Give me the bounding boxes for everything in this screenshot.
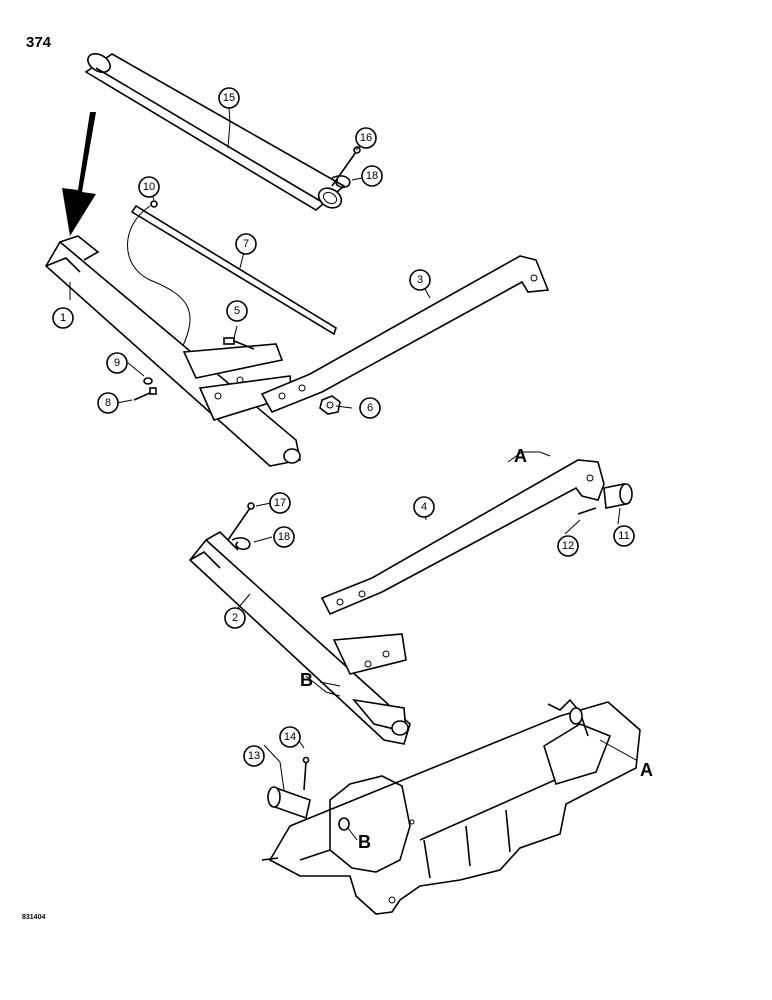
part-15-tube [84, 53, 346, 211]
callout-18a: 18 [361, 165, 383, 187]
svg-text:16: 16 [360, 132, 372, 144]
callout-17: 17 [269, 492, 291, 514]
part-18-clip-lower [231, 537, 251, 551]
svg-text:15: 15 [223, 92, 235, 104]
callout-10: 10 [138, 176, 160, 198]
svg-text:10: 10 [143, 181, 155, 193]
callout-3: 3 [409, 269, 431, 291]
svg-text:18: 18 [278, 531, 290, 543]
reference-letter-b-top: B [300, 670, 313, 690]
drawing-code: 831404 [22, 914, 46, 921]
svg-text:11: 11 [618, 530, 629, 542]
svg-text:12: 12 [562, 540, 574, 552]
part-8-bolt [133, 387, 157, 401]
svg-text:8: 8 [105, 397, 111, 409]
callout-18b: 18 [273, 526, 295, 548]
svg-text:3: 3 [417, 274, 423, 286]
part-10-wire [127, 205, 191, 353]
part-17-pin [227, 502, 255, 541]
part-4-bar [320, 459, 605, 616]
part-2-arm [188, 531, 411, 745]
reference-letter-a-top: A [514, 446, 527, 466]
machine-frame [261, 698, 641, 915]
part-13-pin [267, 786, 311, 820]
callouts: 15 16 18 10 7 3 1 5 9 8 6 4 17 18 12 11 … [52, 87, 635, 767]
reference-letter-b-frame: B [358, 832, 371, 852]
svg-text:9: 9 [114, 357, 120, 369]
part-18-clip [331, 175, 351, 189]
part-1-arm [44, 235, 301, 467]
part-12-roll-pin [577, 507, 597, 515]
callout-6: 6 [359, 397, 381, 419]
callout-15: 15 [218, 87, 240, 109]
callout-9: 9 [106, 352, 128, 374]
part-14-cotter-pin [302, 756, 310, 791]
svg-text:17: 17 [274, 497, 286, 509]
svg-text:6: 6 [367, 402, 373, 414]
svg-text:4: 4 [421, 501, 427, 513]
callout-5: 5 [226, 300, 248, 322]
svg-text:5: 5 [234, 305, 240, 317]
part-7-rod [130, 200, 337, 336]
svg-text:1: 1 [60, 312, 66, 324]
leader-lines [69, 107, 637, 841]
svg-text:18: 18 [366, 170, 378, 182]
part-16-pin [331, 146, 361, 187]
callout-12: 12 [557, 535, 579, 557]
part-9-washer [143, 377, 153, 385]
page-number: 374 [26, 34, 52, 51]
callout-11: 11 [613, 525, 635, 547]
callout-2: 2 [224, 607, 246, 629]
callout-13: 13 [243, 745, 265, 767]
svg-text:14: 14 [284, 731, 296, 743]
callout-8: 8 [97, 392, 119, 414]
callout-16: 16 [355, 127, 377, 149]
svg-text:13: 13 [248, 750, 260, 762]
reference-letter-a-frame: A [640, 760, 653, 780]
part-11-pin [603, 483, 633, 509]
part-5-bolt [223, 337, 255, 350]
callout-7: 7 [235, 233, 257, 255]
part-3-bar [260, 255, 550, 414]
callout-14: 14 [279, 726, 301, 748]
part-6-nut [319, 395, 341, 415]
callout-1: 1 [52, 307, 74, 329]
callout-4: 4 [413, 496, 435, 518]
svg-text:2: 2 [232, 612, 238, 624]
pointing-arrow-icon [62, 112, 96, 236]
svg-text:7: 7 [243, 238, 249, 250]
